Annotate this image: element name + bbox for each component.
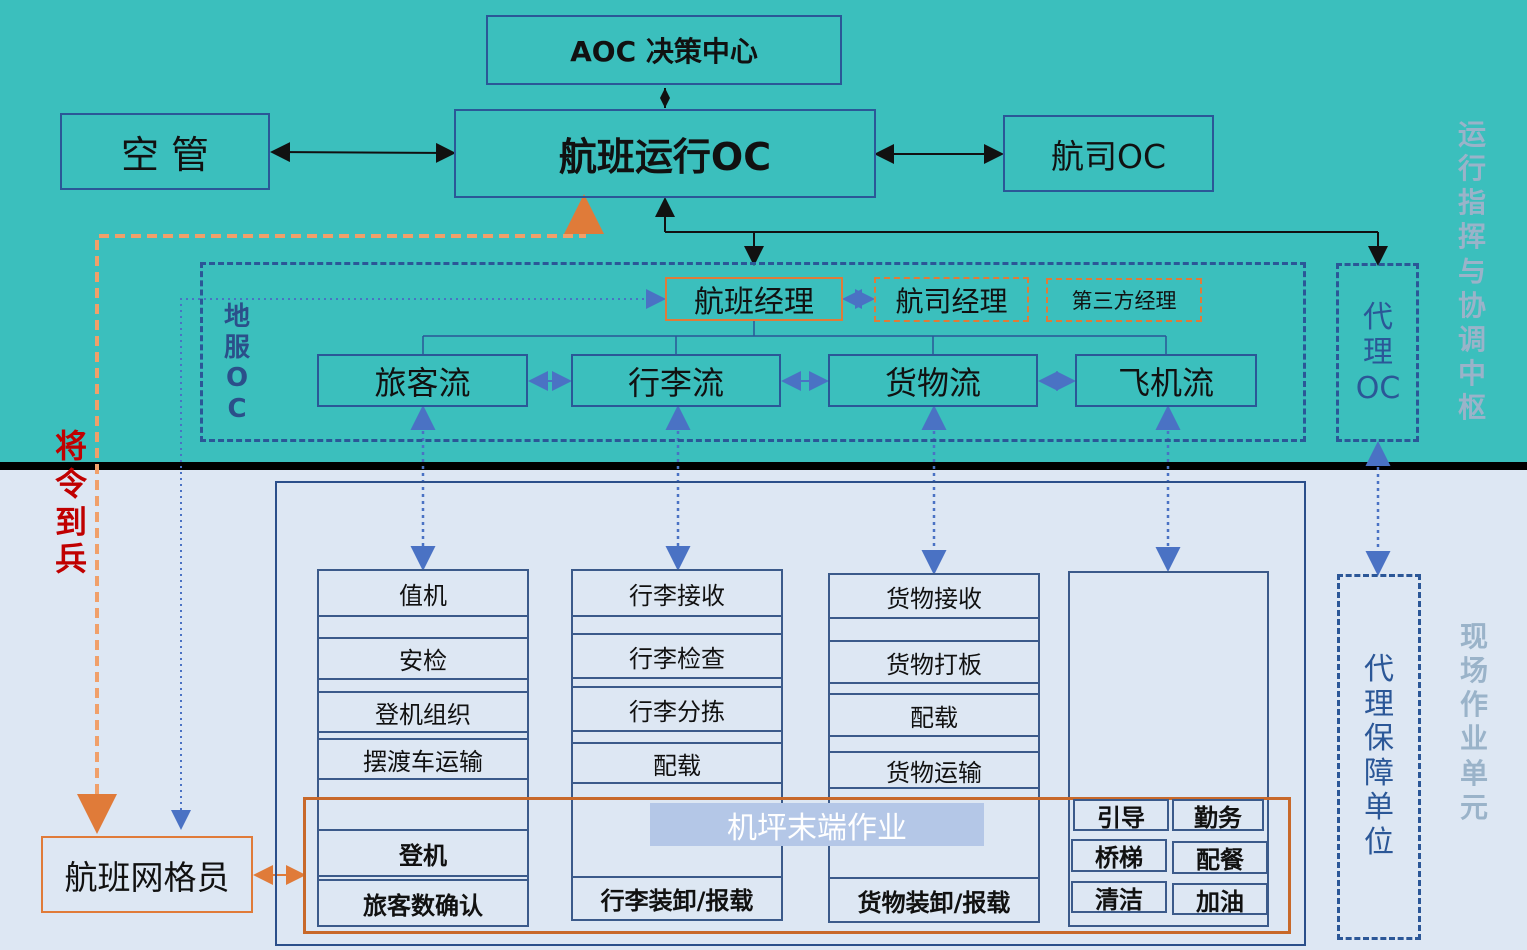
- hub-char-9: 枢: [1457, 391, 1486, 425]
- task-bridge-stairs: 桥梯: [1071, 839, 1167, 872]
- aircraft-flow-label: 飞机流: [1117, 363, 1214, 402]
- hub-char-6: 协: [1457, 288, 1486, 322]
- aircraft-task-column: [1068, 571, 1269, 927]
- airline-oc: 航司OC: [1003, 115, 1214, 192]
- field-char-5: 单: [1459, 756, 1488, 790]
- task-passenger-count: 旅客数确认: [317, 879, 529, 927]
- command-to-soldier-label: 将令到兵: [50, 427, 92, 579]
- ground-oc-char-3: O: [225, 363, 249, 394]
- task-cargo-receive: 货物接收: [828, 573, 1040, 619]
- atc-label: 空 管: [120, 133, 210, 177]
- task-baggage-inspect: 行李检查: [571, 633, 783, 679]
- agent-oc-box: [1336, 263, 1419, 442]
- task-boarding: 登机: [317, 829, 529, 877]
- field-char-4: 业: [1459, 722, 1488, 756]
- task-check-in: 值机: [317, 569, 529, 617]
- task-cleaning: 清洁: [1071, 881, 1167, 914]
- task-baggage-receive: 行李接收: [571, 569, 783, 617]
- task-cargo-transport: 货物运输: [828, 751, 1040, 789]
- baggage-flow-label: 行李流: [627, 363, 724, 402]
- agent-unit-char-6: 位: [1364, 824, 1394, 860]
- task-baggage-loadplan: 配载: [571, 742, 783, 784]
- hub-char-4: 挥: [1457, 220, 1486, 254]
- agent-oc-char-3: OC: [1355, 370, 1401, 406]
- task-guidance: 引导: [1073, 799, 1169, 832]
- ground-oc-char-1: 地: [223, 302, 250, 332]
- field-char-1: 现: [1459, 620, 1488, 653]
- hub-char-7: 调: [1457, 322, 1486, 356]
- hub-char-2: 行: [1457, 152, 1486, 186]
- agent-oc-char-2: 理: [1363, 335, 1393, 371]
- flight-manager-label: 航班经理: [694, 285, 814, 320]
- terminal-ops-text: 机坪末端作业: [727, 810, 907, 846]
- agent-unit-char-4: 障: [1364, 755, 1394, 791]
- task-baggage-sort: 行李分拣: [571, 686, 783, 732]
- passenger-flow-box: 旅客流: [317, 354, 528, 407]
- hub-char-8: 中: [1457, 357, 1486, 391]
- agent-oc-char-1: 代: [1363, 300, 1393, 335]
- command-hub-label: 运行指挥与协调中枢: [1452, 118, 1492, 425]
- task-shuttle-bus: 摆渡车运输: [317, 738, 529, 780]
- field-char-6: 元: [1459, 790, 1488, 824]
- ground-oc-char-2: 服: [223, 332, 250, 363]
- agent-guarantee-unit-box: [1337, 574, 1421, 940]
- field-char-3: 作: [1459, 688, 1488, 722]
- agent-unit-char-2: 理: [1364, 686, 1394, 722]
- apron-terminal-ops-frame: [303, 797, 1291, 934]
- third-party-manager-label: 第三方经理: [1071, 289, 1177, 313]
- task-catering: 配餐: [1172, 841, 1268, 874]
- task-boarding-organization: 登机组织: [317, 691, 529, 733]
- flight-operations-oc: 航班运行OC: [454, 109, 876, 198]
- passenger-flow-label: 旅客流: [374, 363, 471, 402]
- airline-manager-box: 航司经理: [874, 277, 1029, 322]
- ground-oc-char-4: C: [227, 394, 247, 425]
- field-char-2: 场: [1459, 654, 1488, 688]
- cmd-char-1: 将: [54, 427, 87, 465]
- task-baggage-loading-report: 行李装卸/报载: [571, 876, 783, 921]
- agent-unit-char-3: 保: [1364, 721, 1394, 756]
- apron-terminal-ops-label: 机坪末端作业: [650, 803, 984, 846]
- agent-unit-label: 代理保障单位: [1357, 652, 1401, 860]
- third-party-manager-box: 第三方经理: [1046, 278, 1202, 322]
- task-security: 安检: [317, 637, 529, 680]
- airline-manager-label: 航司经理: [895, 284, 1008, 318]
- task-cargo-loading-report: 货物装卸/报载: [828, 877, 1040, 923]
- grid-officer-label: 航班网格员: [64, 857, 230, 897]
- cargo-flow-label: 货物流: [884, 363, 981, 402]
- hub-char-3: 指: [1457, 186, 1486, 220]
- baggage-flow-box: 行李流: [571, 354, 781, 407]
- flight-manager-box: 航班经理: [665, 277, 843, 321]
- field-operations-frame: [275, 481, 1306, 946]
- hub-char-5: 与: [1457, 254, 1486, 288]
- band-divider: [0, 462, 1527, 470]
- cmd-char-4: 兵: [54, 540, 87, 579]
- ground-service-oc-container: [200, 262, 1306, 442]
- task-fueling: 加油: [1172, 883, 1268, 916]
- aoc-label: AOC 决策中心: [570, 35, 758, 68]
- aircraft-flow-box: 飞机流: [1075, 354, 1257, 407]
- field-unit-label: 现场作业单元: [1454, 620, 1494, 825]
- hub-char-1: 运: [1457, 118, 1486, 151]
- cmd-char-2: 令: [54, 464, 87, 503]
- task-cargo-loadplan: 配载: [828, 693, 1040, 737]
- task-service: 勤务: [1172, 799, 1264, 832]
- cmd-char-3: 到: [54, 502, 87, 541]
- flight-oc-label: 航班运行OC: [558, 135, 772, 179]
- atc-box: 空 管: [60, 113, 270, 190]
- flight-grid-officer-box: 航班网格员: [41, 836, 253, 913]
- task-cargo-palletize: 货物打板: [828, 640, 1040, 684]
- agent-unit-char-1: 代: [1364, 652, 1394, 687]
- aoc-decision-center: AOC 决策中心: [486, 15, 842, 85]
- cargo-flow-box: 货物流: [828, 354, 1038, 407]
- agent-unit-char-5: 单: [1364, 790, 1394, 825]
- airline-oc-label: 航司OC: [1050, 136, 1167, 176]
